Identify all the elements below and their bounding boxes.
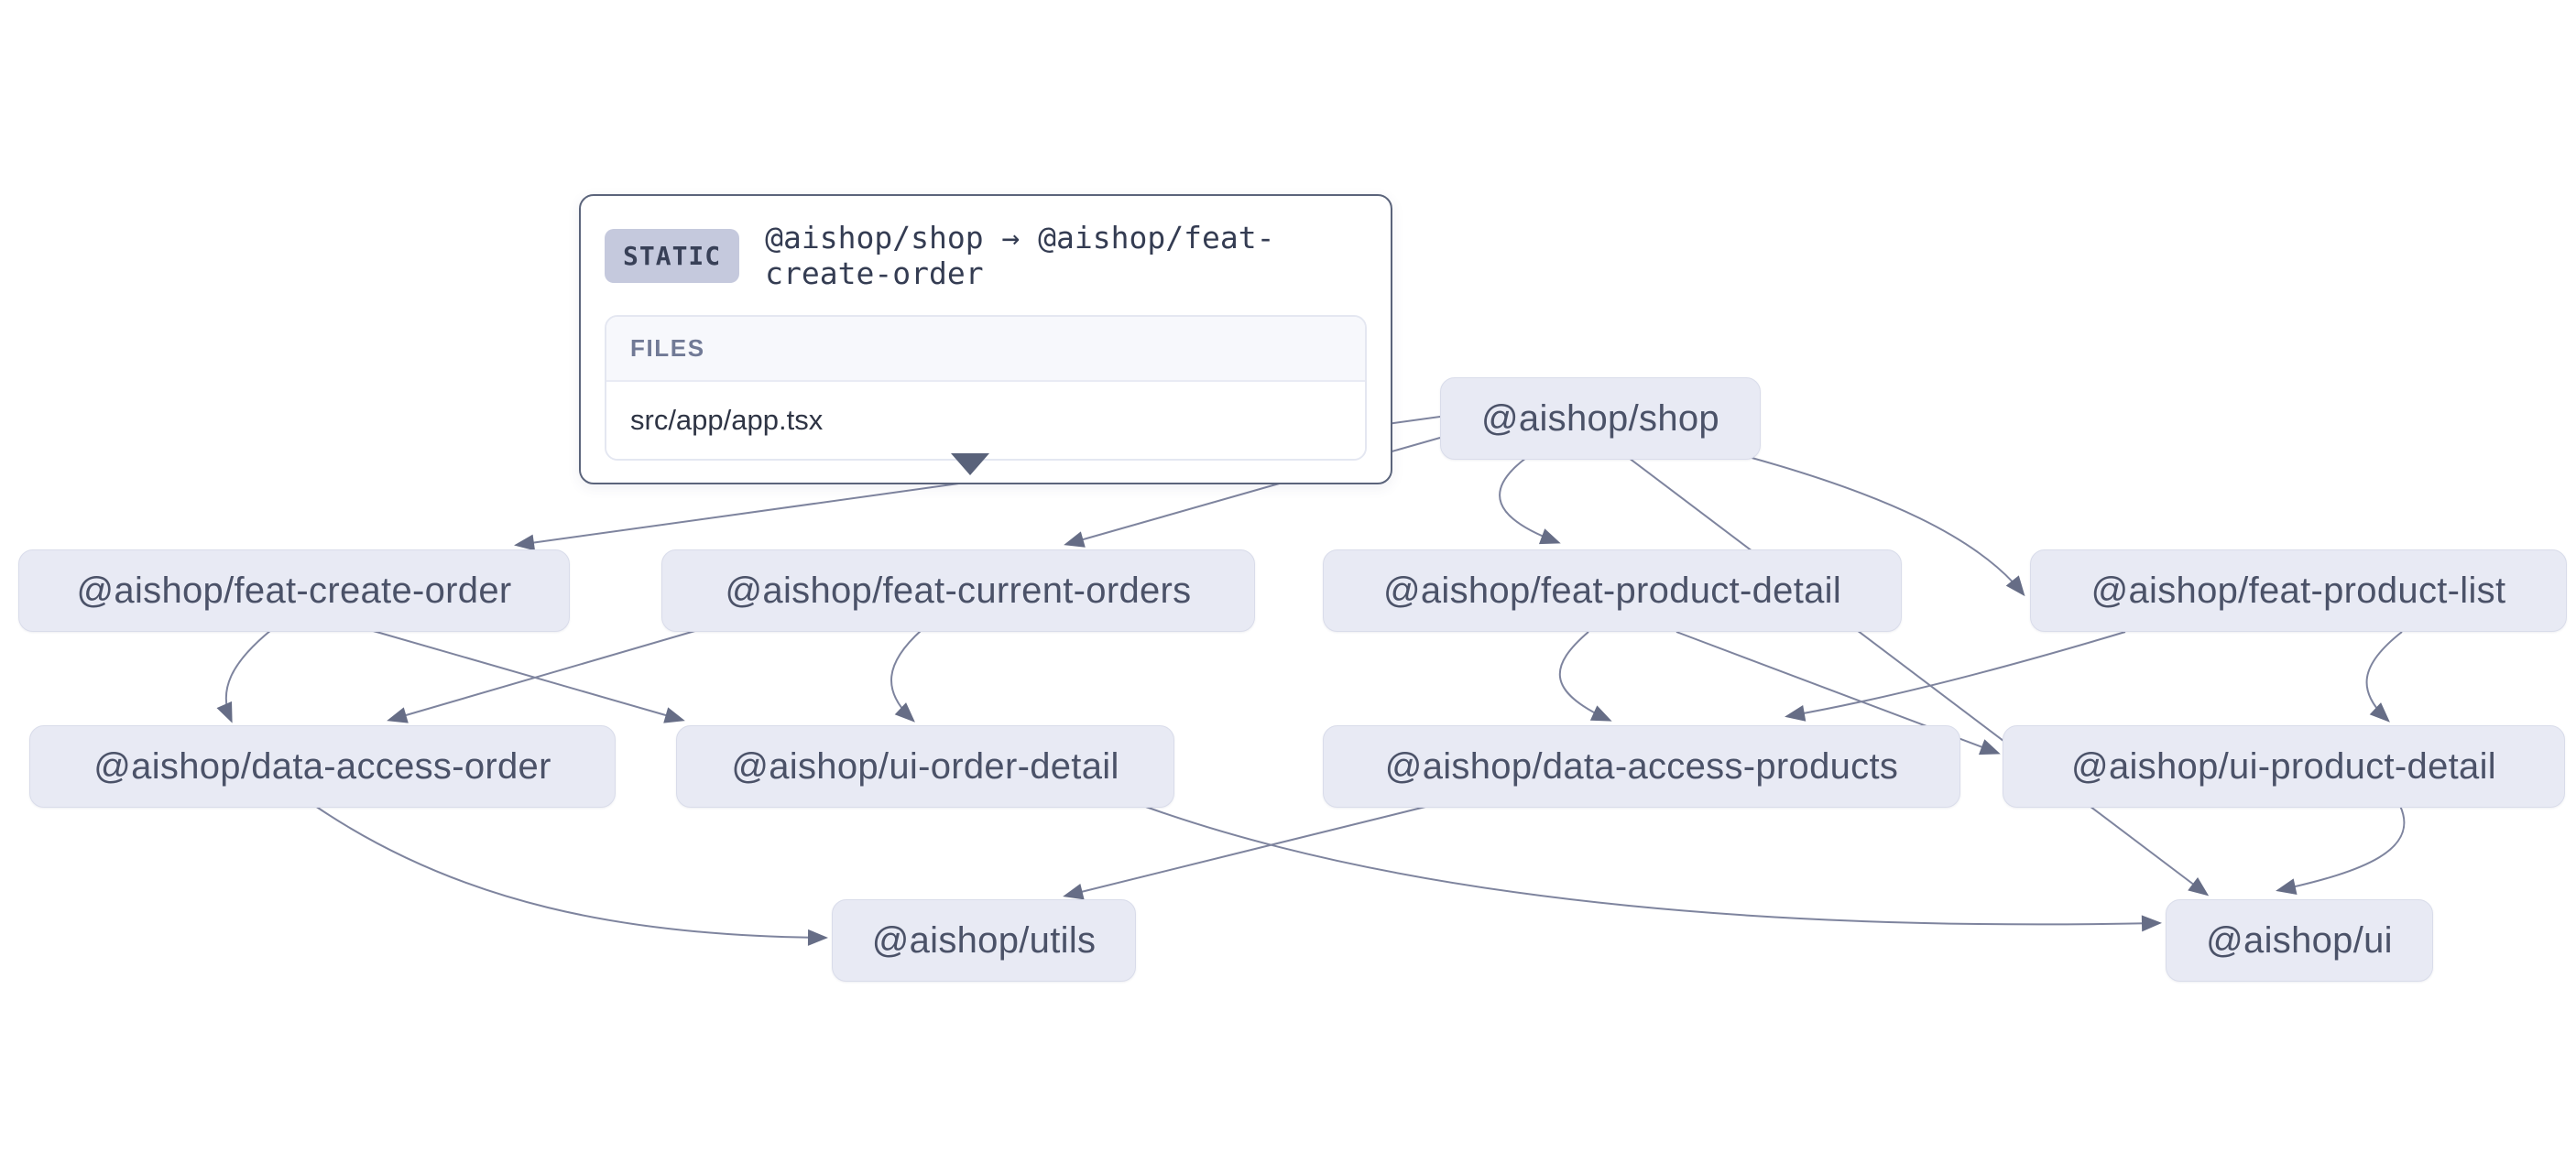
graph-node-shop[interactable]: @aishop/shop xyxy=(1440,377,1761,460)
files-list: src/app/app.tsx xyxy=(606,382,1365,459)
edge-shop-feat-product-detail[interactable] xyxy=(1499,457,1561,545)
edge-shop-ui[interactable] xyxy=(1628,457,2210,897)
edge-ui-order-detail-ui[interactable] xyxy=(1142,805,2162,932)
graph-node-utils[interactable]: @aishop/utils xyxy=(832,899,1136,982)
tooltip-header: STATIC @aishop/shop → @aishop/feat-creat… xyxy=(605,220,1367,291)
edge-feat-product-list-ui-product-detail[interactable] xyxy=(2365,631,2403,723)
edge-shop-feat-product-list[interactable] xyxy=(1738,453,2025,597)
edge-feat-create-order-ui-order-detail[interactable] xyxy=(369,629,685,723)
file-row: src/app/app.tsx xyxy=(606,382,1365,459)
graph-node-feat-product-list[interactable]: @aishop/feat-product-list xyxy=(2030,549,2567,632)
graph-node-feat-product-detail[interactable]: @aishop/feat-product-detail xyxy=(1323,549,1902,632)
edge-data-access-order-utils[interactable] xyxy=(314,805,828,946)
graph-node-ui[interactable]: @aishop/ui xyxy=(2166,899,2433,982)
edge-type-badge: STATIC xyxy=(605,228,740,283)
edge-feat-current-orders-ui-order-detail[interactable] xyxy=(890,629,922,723)
graph-node-data-access-order[interactable]: @aishop/data-access-order xyxy=(29,725,616,808)
files-panel: FILES src/app/app.tsx xyxy=(605,315,1367,461)
edge-feat-create-order-data-access-order[interactable] xyxy=(216,629,272,723)
graph-node-feat-create-order[interactable]: @aishop/feat-create-order xyxy=(18,549,570,632)
edge-tooltip: STATIC @aishop/shop → @aishop/feat-creat… xyxy=(579,194,1392,484)
edge-feat-product-list-data-access-products[interactable] xyxy=(1785,631,2126,722)
graph-node-ui-order-detail[interactable]: @aishop/ui-order-detail xyxy=(676,725,1174,808)
tooltip-pointer-icon xyxy=(951,453,989,475)
edge-data-access-products-utils[interactable] xyxy=(1063,805,1430,900)
edge-label: @aishop/shop → @aishop/feat-create-order xyxy=(765,220,1275,291)
files-panel-header: FILES xyxy=(606,317,1365,382)
graph-node-ui-product-detail[interactable]: @aishop/ui-product-detail xyxy=(2003,725,2565,808)
graph-node-data-access-products[interactable]: @aishop/data-access-products xyxy=(1323,725,1960,808)
edge-feat-product-detail-data-access-products[interactable] xyxy=(1558,631,1612,722)
graph-node-feat-current-orders[interactable]: @aishop/feat-current-orders xyxy=(661,549,1255,632)
edge-feat-current-orders-data-access-order[interactable] xyxy=(387,629,699,723)
edge-ui-product-detail-ui[interactable] xyxy=(2276,805,2406,895)
